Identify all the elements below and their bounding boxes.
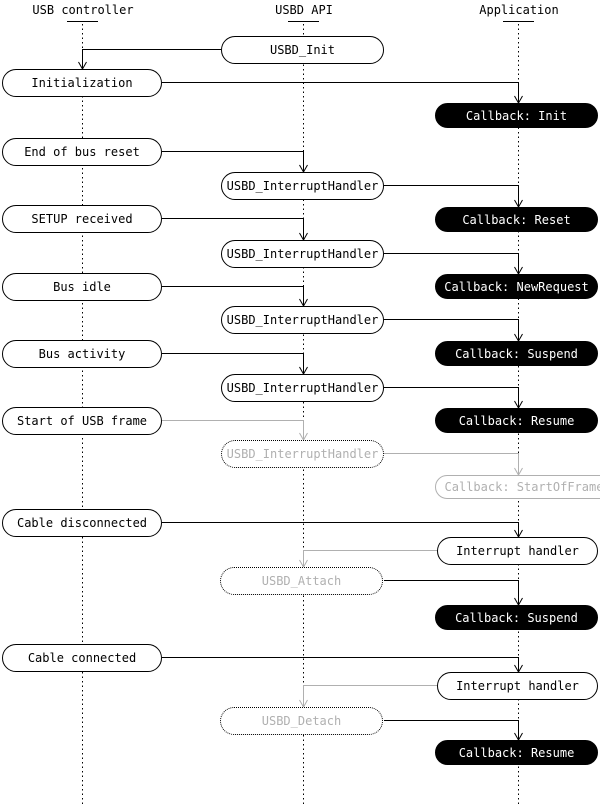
node-setup-received: SETUP received	[2, 205, 162, 233]
node-usbd-init: USBD_Init	[221, 36, 384, 64]
column-header-usb-controller: USB controller	[32, 3, 134, 17]
node-app-interrupt-handler-2: Interrupt handler	[437, 672, 598, 700]
column-header-usbd-api: USBD API	[275, 3, 333, 17]
node-end-of-bus-reset: End of bus reset	[2, 138, 162, 166]
node-interrupt-handler-3: USBD_InterruptHandler	[221, 306, 384, 334]
node-usbd-attach: USBD_Attach	[220, 567, 383, 595]
node-usbd-detach: USBD_Detach	[220, 707, 383, 735]
node-interrupt-handler-2: USBD_InterruptHandler	[221, 240, 384, 268]
node-callback-init: Callback: Init	[435, 103, 598, 128]
connector-lines	[82, 49, 519, 740]
node-initialization: Initialization	[2, 69, 162, 97]
node-interrupt-handler-1: USBD_InterruptHandler	[221, 172, 384, 200]
node-callback-newrequest: Callback: NewRequest	[435, 274, 598, 299]
node-callback-resume-2: Callback: Resume	[435, 740, 598, 765]
node-callback-suspend-1: Callback: Suspend	[435, 341, 598, 366]
node-callback-resume-1: Callback: Resume	[435, 408, 598, 433]
node-interrupt-handler-5: USBD_InterruptHandler	[221, 440, 384, 468]
node-callback-reset: Callback: Reset	[435, 207, 598, 232]
inactive-connector-lines	[162, 420, 519, 707]
column-header-application: Application	[479, 3, 559, 17]
node-callback-startofframe: Callback: StartOfFrame	[435, 475, 600, 499]
node-bus-idle: Bus idle	[2, 273, 162, 301]
node-app-interrupt-handler-1: Interrupt handler	[437, 537, 598, 565]
node-bus-activity: Bus activity	[2, 340, 162, 368]
node-start-of-usb-frame: Start of USB frame	[2, 407, 162, 435]
node-callback-suspend-2: Callback: Suspend	[435, 605, 598, 630]
node-interrupt-handler-4: USBD_InterruptHandler	[221, 374, 384, 402]
node-cable-connected: Cable connected	[2, 644, 162, 672]
node-cable-disconnected: Cable disconnected	[2, 509, 162, 537]
